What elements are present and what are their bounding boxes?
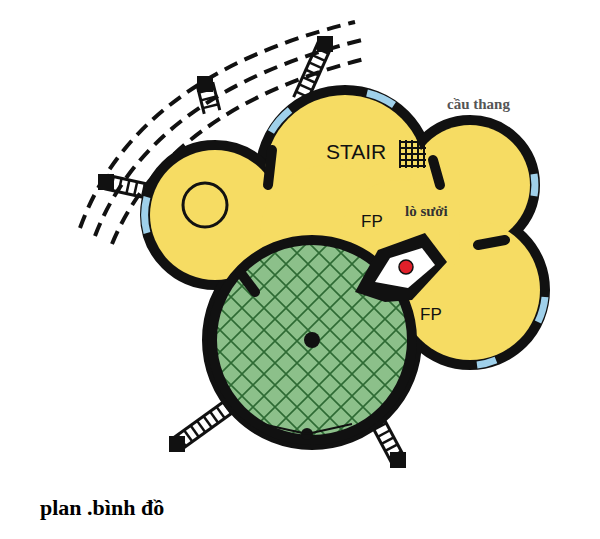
interior-wall (240, 272, 255, 292)
window (271, 110, 290, 132)
hearth (375, 248, 435, 288)
ladder-rung (204, 416, 212, 427)
window (367, 93, 394, 105)
stair-tread (423, 140, 425, 168)
landing (98, 174, 114, 190)
landing (197, 76, 213, 92)
ladder-rung (203, 104, 219, 108)
landing (169, 436, 185, 452)
ladder-rung (299, 84, 312, 90)
stair-tread (417, 140, 419, 168)
outer-wall (150, 95, 540, 440)
stair-tread (400, 153, 426, 155)
ladder-rung (126, 180, 129, 194)
stair-tread (400, 159, 426, 161)
ladder-rung (378, 430, 390, 437)
stair-hatch (400, 140, 426, 168)
ladder-rung (312, 55, 325, 61)
ladder-rung (385, 444, 397, 451)
ladder-rung (309, 62, 322, 68)
ladder-rung (306, 70, 319, 76)
ladder-rail (294, 41, 319, 97)
caption: plan .bình đồ (40, 495, 164, 521)
ladder-rung (191, 426, 199, 437)
window (531, 174, 539, 196)
ladder-rung (201, 96, 217, 100)
door-swing (262, 424, 352, 434)
window (477, 360, 496, 365)
ladder-rung (217, 407, 225, 418)
ladder-rung (197, 421, 205, 432)
small-room (183, 183, 227, 227)
ladder-rung (184, 430, 192, 441)
interior-wall (478, 240, 505, 245)
room-label: cầu thang (447, 96, 510, 113)
window (145, 197, 147, 233)
ladder-rung (381, 437, 393, 444)
fire (399, 260, 413, 274)
room-label: STAIR (326, 140, 386, 164)
room-label: lò sưởi (405, 203, 448, 220)
ladder-rung (303, 77, 316, 83)
ladder-rung (134, 182, 137, 196)
landing (317, 36, 333, 52)
symbol-label: FP (420, 305, 442, 325)
stair-tread (400, 165, 426, 167)
fireplace (355, 233, 447, 302)
ladder-rung (210, 412, 218, 423)
ladder (197, 76, 220, 114)
interior-wall (268, 150, 272, 185)
center-column (304, 332, 320, 348)
window (538, 297, 545, 322)
ladder-rung (119, 178, 122, 192)
symbol-label: FP (361, 212, 383, 232)
landing (390, 452, 406, 468)
interior-wall (433, 160, 440, 185)
